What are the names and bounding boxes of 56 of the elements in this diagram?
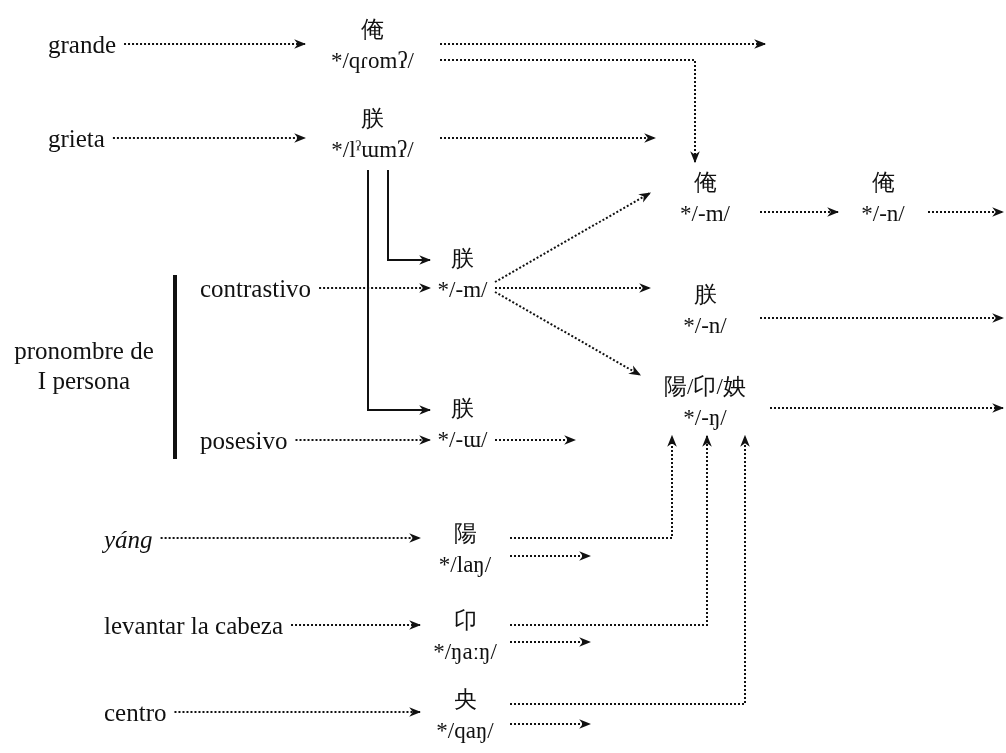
- arrow: [494, 283, 652, 293]
- arrow: [290, 620, 422, 630]
- gloss-text: yáng: [104, 522, 153, 556]
- arrow: [439, 59, 700, 164]
- character-text: 卬: [453, 607, 477, 635]
- character-text: 俺: [871, 169, 895, 197]
- reconstruction-text: */qaŋ/: [436, 717, 494, 745]
- arrow: [509, 434, 712, 626]
- arrow: [123, 39, 307, 49]
- reconstruction-text: */-n/: [861, 200, 905, 228]
- character-text: 央: [453, 686, 477, 714]
- arrow: [387, 169, 432, 265]
- gloss-text: grieta: [48, 122, 105, 154]
- arrow: [159, 533, 422, 543]
- arrow: [494, 435, 577, 445]
- gloss-text: posesivo: [200, 424, 288, 456]
- reconstruction-text: */laŋ/: [438, 551, 492, 579]
- reconstruction-text: */ŋaːŋ/: [433, 638, 497, 666]
- arrow: [318, 283, 432, 293]
- arrow: [509, 551, 592, 561]
- arrow: [927, 207, 1005, 217]
- arrow: [111, 133, 307, 143]
- arrow: [509, 434, 750, 705]
- arrow: [494, 291, 642, 376]
- arrow: [439, 39, 767, 49]
- gloss-text: centro: [104, 696, 167, 728]
- character-text: 俺: [693, 169, 717, 197]
- arrow: [294, 435, 432, 445]
- arrow: [509, 434, 677, 539]
- gloss-text: pronombre de I persona: [14, 334, 154, 398]
- arrow: [759, 313, 1005, 323]
- arrow: [367, 169, 432, 415]
- reconstruction-text: */lˀɯmʔ/: [331, 136, 414, 164]
- character-text: 陽/卬/姎: [664, 373, 746, 401]
- character-text: 朕: [451, 395, 474, 423]
- gloss-text: levantar la cabeza: [104, 609, 284, 641]
- reconstruction-text: */qɾomʔ/: [330, 47, 414, 75]
- character-text: 朕: [361, 105, 384, 133]
- arrow: [769, 403, 1005, 413]
- reconstruction-text: */-m/: [437, 276, 488, 304]
- arrow: [439, 133, 657, 143]
- character-text: 朕: [451, 245, 474, 273]
- reconstruction-text: */-m/: [680, 200, 730, 228]
- reconstruction-text: */-ŋ/: [683, 404, 727, 432]
- character-text: 朕: [693, 281, 717, 309]
- arrow: [759, 207, 840, 217]
- arrow: [509, 719, 592, 729]
- character-text: 俺: [361, 16, 384, 44]
- reconstruction-text: */-ɯ/: [437, 426, 488, 454]
- reconstruction-text: */-n/: [683, 312, 727, 340]
- arrow: [173, 707, 422, 717]
- arrow: [494, 192, 652, 283]
- gloss-text: contrastivo: [200, 272, 312, 304]
- arrow: [509, 637, 592, 647]
- gloss-text: grande: [48, 28, 117, 60]
- character-text: 陽: [453, 520, 477, 548]
